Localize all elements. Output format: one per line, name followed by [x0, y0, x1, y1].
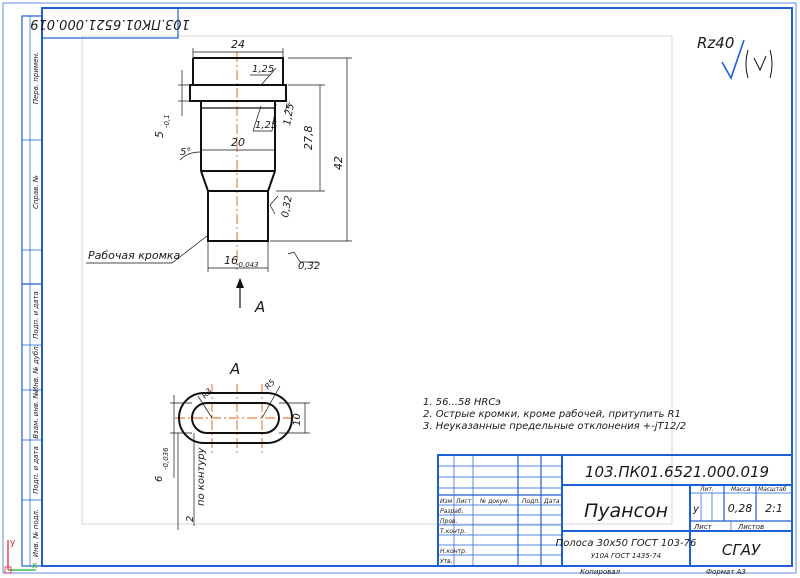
view-boundary — [81, 35, 673, 525]
col-head-date: Дата — [543, 498, 560, 505]
doc-code: 103.ПК01.6521.000.019 — [585, 463, 769, 481]
ucs-axis-icon: y x — [4, 538, 38, 574]
note-3: 3. Неуказанные предельные отклонения +-j… — [423, 421, 686, 432]
working-edge-label: Рабочая кромка — [88, 249, 181, 262]
dim-5: 5 — [153, 131, 166, 138]
col-head-izm: Изм — [440, 498, 453, 505]
dim-032-a: 0,32 — [280, 195, 295, 219]
dim-42: 42 — [332, 156, 345, 170]
sec-d10: 10 — [292, 413, 303, 426]
col-head-doc: № докум. — [479, 498, 510, 505]
role-tkontr: Т.контр. — [440, 528, 466, 535]
material-line-2: У10А ГОСТ 1435-74 — [591, 552, 661, 560]
punch-working-part — [207, 190, 269, 242]
dim-16: 16 — [224, 254, 238, 267]
side-label-4: Инв. № дубл. — [32, 344, 40, 392]
role-utv: Утв. — [440, 558, 453, 565]
dim-125-side: 1,25 — [282, 103, 297, 127]
head-sheet: Лист — [693, 523, 713, 531]
role-razrab: Разраб. — [440, 508, 464, 515]
org-name: СГАУ — [722, 541, 761, 559]
top-stamp: 103.ПК01.6521.000.019 — [30, 7, 190, 39]
col-head-list: Лист — [455, 498, 472, 505]
left-strip: Перв. примен. Справ. № Подп. и дата Инв.… — [21, 15, 43, 567]
role-nkontr: Н.контр. — [440, 548, 467, 555]
top-stamp-code: 103.ПК01.6521.000.019 — [30, 16, 190, 31]
sec-two: 2 — [185, 516, 196, 522]
dim-032-b: 0,32 — [298, 261, 320, 272]
side-label-7: Инв. № подл. — [32, 509, 40, 557]
dim-16-tol: -0,043 — [236, 261, 259, 269]
section-outer-outline — [178, 392, 293, 444]
punch-main-view: 24 1,25 1,25 1,25 5 -0,1 5° 20 27,8 42 0… — [86, 38, 352, 316]
mass-value: 0,28 — [728, 502, 753, 515]
lit-letter: у — [692, 504, 700, 515]
role-prov: Пров. — [440, 518, 458, 525]
scale-value: 2:1 — [765, 502, 783, 515]
format-label: Формат А3 — [706, 568, 746, 576]
section-view-a: А R3 R5 10 6 -0,036 по контуру 2 — [154, 360, 310, 530]
side-label-5: Взам. инв. № — [32, 391, 40, 439]
head-scale: Масштаб — [758, 486, 787, 493]
copied-label: Копировал — [580, 568, 621, 576]
section-label: А — [229, 360, 240, 378]
dim-24: 24 — [231, 38, 245, 51]
sec-d6-tol: -0,036 — [162, 447, 170, 470]
dim-20: 20 — [231, 136, 245, 149]
punch-head-collar — [189, 84, 287, 102]
head-mass: Масса — [731, 486, 750, 493]
axis-x-label: x — [32, 561, 38, 571]
material-line-1: Полоса 30х50 ГОСТ 103-76 — [556, 538, 697, 549]
dim-angle: 5° — [180, 147, 191, 158]
dim-278: 27,8 — [302, 126, 315, 151]
side-label-1: Перв. примен. — [32, 52, 40, 105]
col-head-sign: Подп. — [522, 498, 540, 505]
sec-r5: R5 — [263, 378, 277, 392]
side-label-3: Подп. и дата — [32, 291, 40, 339]
sec-contour: по контуру — [196, 446, 207, 506]
title-block: Изм Лист № докум. Подп. Дата Разраб. Про… — [437, 454, 793, 567]
sec-d6: 6 — [154, 476, 165, 482]
section-inner-outline — [191, 402, 280, 434]
note-1: 1. 56...58 HRCэ — [423, 397, 501, 408]
note-2: 2. Острые кромки, кроме рабочей, притупи… — [423, 408, 681, 420]
technical-notes: 1. 56...58 HRCэ 2. Острые кромки, кроме … — [423, 397, 686, 432]
roughness-symbol: Rz40 — [697, 34, 773, 80]
dim-5-tol: -0,1 — [163, 114, 171, 128]
side-label-2: Справ. № — [32, 175, 40, 209]
head-lit: Лит. — [699, 486, 714, 493]
view-arrow-label: А — [254, 298, 265, 316]
axis-y-label: y — [10, 538, 16, 548]
roughness-value: Rz40 — [697, 34, 734, 52]
dim-125-top: 1,25 — [252, 64, 274, 75]
dim-125-mid: 1,25 — [255, 120, 277, 131]
side-label-6: Подп. и дата — [32, 446, 40, 494]
head-sheets: Листов — [737, 523, 764, 531]
part-name: Пуансон — [584, 500, 668, 522]
